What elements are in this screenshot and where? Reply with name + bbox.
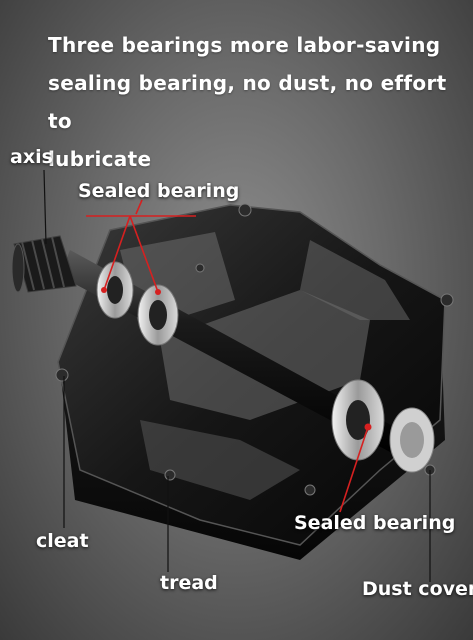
label-dust-cover: Dust cover — [362, 578, 473, 600]
dust-cover — [389, 407, 435, 473]
label-cleat: cleat — [36, 530, 89, 552]
sealed-bearing-2 — [137, 284, 179, 346]
callout-dots — [101, 287, 372, 431]
feature-headline: Three bearings more labor-saving sealing… — [48, 26, 458, 178]
sealed-bearing-1 — [96, 261, 134, 319]
sealed-bearing-3 — [331, 379, 385, 461]
label-sealed-bearing-top: Sealed bearing — [78, 180, 240, 202]
threaded-axis — [11, 235, 77, 293]
label-tread: tread — [160, 572, 218, 594]
label-sealed-bearing-bottom: Sealed bearing — [294, 512, 456, 534]
leader-lines — [43, 169, 431, 582]
frame-cutout-right — [300, 240, 410, 320]
callout-lines — [86, 199, 369, 513]
cleat-pins — [55, 203, 454, 496]
headline-line-1: Three bearings more labor-saving — [48, 33, 441, 57]
headline-line-3: lubricate — [48, 147, 152, 171]
frame-cutout-lower — [140, 420, 300, 500]
headline-line-2: sealing bearing, no dust, no effort to — [48, 71, 447, 133]
label-axis: axis — [10, 146, 53, 168]
